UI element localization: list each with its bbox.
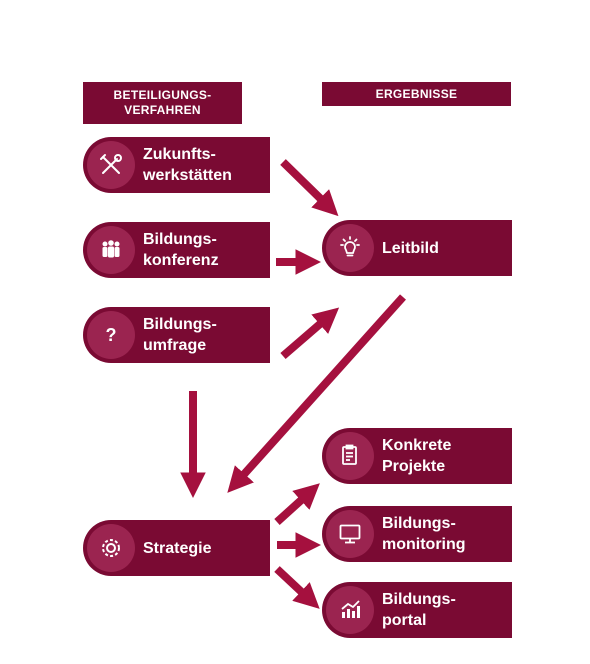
header-ergebnisse: ERGEBNISSE bbox=[322, 82, 511, 106]
node-leitbild: Leitbild bbox=[322, 220, 512, 276]
header-left-text: BETEILIGUNGS- VERFAHREN bbox=[113, 88, 212, 117]
node-label: Konkrete Projekte bbox=[382, 437, 452, 475]
arrow-leitbild-to-strategie bbox=[227, 294, 406, 493]
node-label: Bildungs- portal bbox=[382, 591, 456, 629]
tools-icon bbox=[87, 141, 135, 189]
question-icon: ? bbox=[87, 311, 135, 359]
chart-icon bbox=[326, 586, 374, 634]
header-beteiligungsverfahren: BETEILIGUNGS- VERFAHREN bbox=[83, 82, 242, 124]
clipboard-icon bbox=[326, 432, 374, 480]
arrow-strategie-to-projekte bbox=[274, 483, 320, 525]
arrow-umfrage-to-leitbild bbox=[280, 307, 340, 360]
node-bildungsumfrage: ? Bildungs- umfrage bbox=[83, 307, 270, 363]
node-label: Strategie bbox=[143, 539, 212, 557]
arrow-strategie-to-portal bbox=[274, 566, 320, 609]
node-strategie: Strategie bbox=[83, 520, 270, 576]
monitor-icon bbox=[326, 510, 374, 558]
node-zukunftswerkstaetten: Zukunfts- werkstätten bbox=[83, 137, 270, 193]
svg-text:?: ? bbox=[106, 325, 117, 345]
node-label: Bildungs- umfrage bbox=[143, 316, 217, 354]
node-konkrete-projekte: Konkrete Projekte bbox=[322, 428, 512, 484]
people-icon bbox=[87, 226, 135, 274]
node-label: Bildungs- monitoring bbox=[382, 515, 466, 553]
arrow-zukunft-to-leitbild bbox=[280, 159, 339, 217]
node-label: Zukunfts- werkstätten bbox=[143, 146, 232, 184]
gear-icon bbox=[87, 524, 135, 572]
header-right-text: ERGEBNISSE bbox=[375, 86, 458, 101]
node-bildungsmonitoring: Bildungs- monitoring bbox=[322, 506, 512, 562]
node-label: Leitbild bbox=[382, 239, 439, 257]
node-bildungsportal: Bildungs- portal bbox=[322, 582, 512, 638]
node-label: Bildungs- konferenz bbox=[143, 231, 219, 269]
node-bildungskonferenz: Bildungs- konferenz bbox=[83, 222, 270, 278]
lightbulb-icon bbox=[326, 224, 374, 272]
